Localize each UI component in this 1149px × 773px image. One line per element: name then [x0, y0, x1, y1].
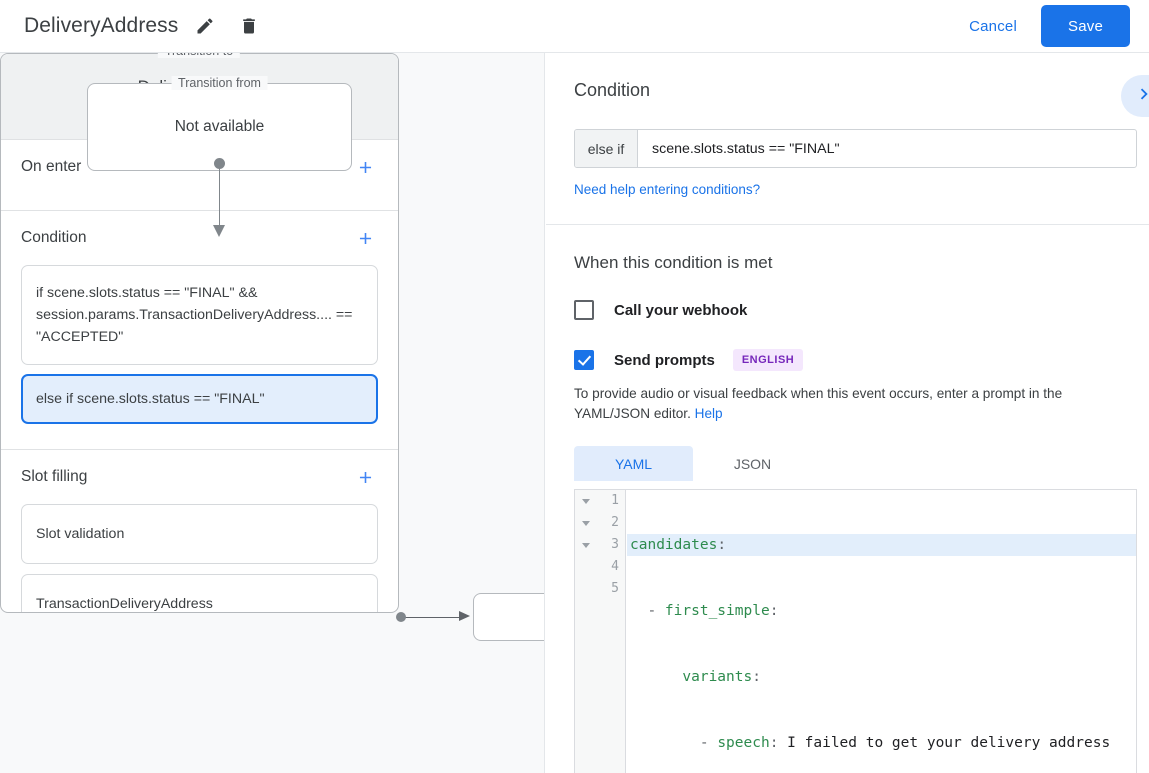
tab-yaml[interactable]: YAML [574, 446, 693, 481]
plus-icon [356, 468, 375, 487]
line-number: 5 [611, 581, 619, 596]
fold-arrow-icon[interactable] [575, 518, 597, 528]
code-key: speech [717, 735, 770, 751]
send-prompts-label: Send prompts [614, 351, 715, 369]
line-number: 3 [611, 537, 619, 552]
send-prompts-row[interactable]: Send prompts ENGLISH [574, 349, 1121, 371]
transition-from-value: Not available [174, 118, 265, 135]
code-line: - speech: I failed to get your delivery … [627, 732, 1136, 754]
section-title-condition: Condition [21, 229, 87, 246]
code-indent: - [630, 735, 718, 751]
condition-item-selected[interactable]: else if scene.slots.status == "FINAL" [21, 374, 378, 424]
add-slot-filling-button[interactable] [352, 464, 378, 490]
pencil-icon [195, 16, 215, 36]
editor-code-area[interactable]: candidates: - first_simple: variants: - … [627, 490, 1136, 773]
trash-icon [239, 16, 259, 36]
condition-edge-dot [396, 612, 406, 622]
condition-input[interactable] [638, 130, 1136, 167]
line-number: 2 [611, 515, 619, 530]
condition-edge-line [404, 616, 461, 618]
transition-from-node[interactable]: Transition from Not available [87, 76, 352, 171]
language-badge: ENGLISH [732, 349, 804, 371]
gutter-row: 1 [575, 490, 625, 512]
section-header: Slot filling [21, 450, 378, 504]
condition-help-link[interactable]: Need help entering conditions? [574, 182, 761, 197]
transition-from-legend: Transition from [171, 76, 268, 90]
call-webhook-row[interactable]: Call your webhook [574, 300, 1121, 320]
detail-panel: Condition else if Need help entering con… [546, 53, 1149, 773]
line-number: 4 [611, 559, 619, 574]
condition-prefix-label: else if [575, 130, 638, 167]
code-separator: : [752, 669, 761, 685]
prompts-help-link[interactable]: Help [694, 406, 723, 421]
add-on-enter-button[interactable] [352, 154, 378, 180]
edit-button[interactable] [188, 9, 222, 43]
code-indent [630, 669, 682, 685]
section-title-slot-filling: Slot filling [21, 468, 88, 485]
add-condition-button[interactable] [352, 225, 378, 251]
connector-arrow-icon [213, 225, 225, 237]
section-header: Condition [21, 211, 378, 265]
page-title: DeliveryAddress [24, 14, 179, 37]
condition-field-row[interactable]: else if [574, 129, 1137, 168]
chevron-right-icon [1133, 83, 1149, 110]
editor-gutter: 1 2 3 4 [575, 490, 626, 773]
when-met-heading: When this condition is met [574, 253, 773, 272]
next-node-partial[interactable] [473, 593, 544, 641]
gutter-row: 2 [575, 512, 625, 534]
when-condition-met-block: When this condition is met Call your web… [546, 225, 1149, 773]
prompts-helper-text: To provide audio or visual feedback when… [574, 384, 1130, 424]
section-condition: Condition if scene.slots.status == "FINA… [1, 211, 398, 450]
gutter-row: 3 [575, 534, 625, 556]
condition-edge-arrow-icon [459, 611, 470, 621]
connector-line [219, 163, 220, 231]
save-button[interactable]: Save [1041, 5, 1130, 47]
send-prompts-checkbox[interactable] [574, 350, 594, 370]
gutter-row: 5 [575, 578, 625, 600]
tab-json[interactable]: JSON [733, 455, 772, 472]
condition-editor-block: Condition else if Need help entering con… [546, 53, 1149, 225]
code-line: variants: [627, 666, 1136, 688]
condition-item[interactable]: if scene.slots.status == "FINAL" && sess… [21, 265, 378, 365]
fold-arrow-icon[interactable] [575, 540, 597, 550]
call-webhook-checkbox[interactable] [574, 300, 594, 320]
yaml-code-editor[interactable]: 1 2 3 4 [574, 489, 1137, 773]
plus-icon [356, 229, 375, 248]
code-line: candidates: [627, 534, 1136, 556]
fold-arrow-icon[interactable] [575, 496, 597, 506]
code-separator: : [769, 735, 779, 751]
prompts-helper-sentence: To provide audio or visual feedback when… [574, 386, 1063, 421]
slot-item[interactable]: TransactionDeliveryAddress [21, 574, 378, 612]
app-header: DeliveryAddress Cancel Save [0, 0, 1149, 53]
cancel-button[interactable]: Cancel [957, 10, 1029, 43]
code-key: variants [682, 669, 753, 685]
delete-button[interactable] [232, 9, 266, 43]
gutter-row: 4 [575, 556, 625, 578]
code-line: - first_simple: [627, 600, 1136, 622]
code-key: first_simple [664, 603, 770, 619]
code-value: I failed to get your delivery address [778, 735, 1111, 751]
line-number: 1 [611, 493, 619, 508]
code-separator: : [769, 603, 779, 619]
condition-heading: Condition [574, 80, 651, 100]
section-slot-filling: Slot filling Slot validation Transaction… [1, 450, 398, 612]
section-on-enter: On enter [1, 140, 398, 211]
section-title-on-enter: On enter [21, 158, 82, 175]
call-webhook-label: Call your webhook [614, 301, 748, 319]
editor-format-tabs: YAML JSON [574, 446, 1121, 481]
transition-to-legend: Transition to [157, 53, 241, 58]
collapse-panel-button[interactable] [1121, 75, 1149, 117]
flow-canvas[interactable]: Transition from Not available Transition… [0, 53, 545, 773]
code-key: candidates [630, 537, 718, 553]
slot-validation-item[interactable]: Slot validation [21, 504, 378, 564]
plus-icon [356, 158, 375, 177]
section-header: On enter [21, 140, 378, 194]
code-separator: : [717, 537, 727, 553]
code-indent: - [630, 603, 665, 619]
